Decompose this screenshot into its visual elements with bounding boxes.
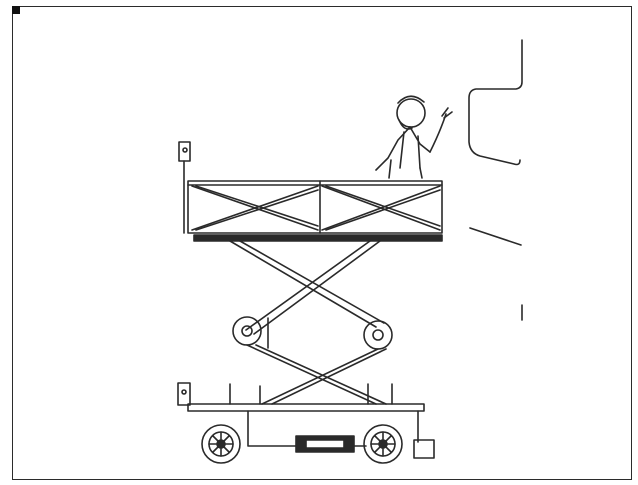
wheel-left bbox=[201, 424, 241, 464]
corner-marker bbox=[12, 6, 20, 14]
worker-figure bbox=[375, 95, 453, 179]
figure-frame bbox=[12, 6, 632, 480]
lift-chassis bbox=[187, 403, 435, 459]
scissor-arms-upper bbox=[229, 240, 385, 335]
scissor-arms-lower bbox=[229, 344, 393, 405]
platform-control-box bbox=[178, 141, 191, 234]
base-control-box bbox=[177, 382, 191, 406]
aircraft-fuselage-outline bbox=[468, 39, 523, 321]
wheel-right bbox=[363, 424, 403, 464]
scissor-pivot-right bbox=[363, 320, 393, 350]
platform-deck bbox=[193, 234, 443, 242]
platform-guardrail bbox=[187, 180, 443, 234]
